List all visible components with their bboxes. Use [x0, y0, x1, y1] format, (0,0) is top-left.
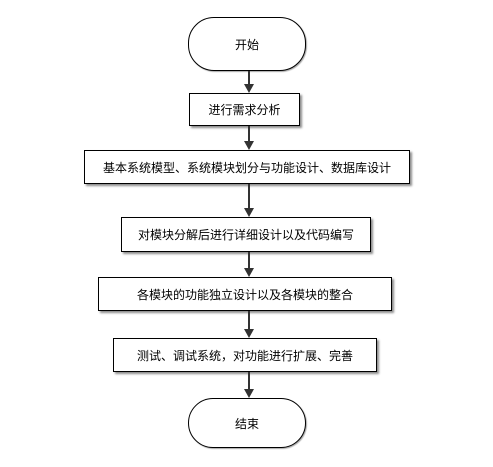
arrow-head: [244, 208, 254, 217]
step-label: 对模块分解后进行详细设计以及代码编写: [137, 228, 354, 242]
start-terminator: 开始: [188, 17, 306, 71]
arrow-shaft: [248, 184, 250, 209]
end-terminator: 结束: [188, 398, 306, 448]
arrow-shaft: [248, 126, 250, 142]
step-label: 各模块的功能独立设计以及各模块的整合: [136, 287, 353, 302]
step-testing-and-improvement: 测试、调试系统，对功能进行扩展、完善: [113, 338, 377, 372]
arrow-shaft: [248, 372, 250, 390]
step-requirements-analysis: 进行需求分析: [189, 93, 300, 126]
arrow-shaft: [248, 71, 250, 85]
arrow-step-1-to-step-2: [244, 126, 254, 150]
arrow-step-5-to-end: [244, 372, 254, 398]
step-label: 进行需求分析: [208, 103, 281, 117]
step-system-model-and-module-design: 基本系统模型、系统模块划分与功能设计、数据库设计: [84, 150, 410, 184]
arrow-head: [244, 268, 254, 277]
arrow-shaft: [248, 252, 250, 269]
arrow-start-to-step-1: [244, 71, 254, 93]
arrow-head: [244, 84, 254, 93]
arrow-step-3-to-step-4: [244, 252, 254, 277]
arrow-step-2-to-step-3: [244, 184, 254, 217]
step-label: 测试、调试系统，对功能进行扩展、完善: [136, 348, 353, 363]
arrow-step-4-to-step-5: [244, 311, 254, 338]
arrow-head: [244, 141, 254, 150]
step-detailed-design-and-coding: 对模块分解后进行详细设计以及代码编写: [121, 217, 371, 252]
end-label: 结束: [234, 416, 259, 431]
arrow-head: [244, 389, 254, 398]
step-label: 基本系统模型、系统模块划分与功能设计、数据库设计: [102, 160, 391, 175]
arrow-shaft: [248, 311, 250, 330]
start-label: 开始: [234, 37, 259, 52]
arrow-head: [244, 329, 254, 338]
step-module-design-and-integration: 各模块的功能独立设计以及各模块的整合: [98, 277, 392, 311]
